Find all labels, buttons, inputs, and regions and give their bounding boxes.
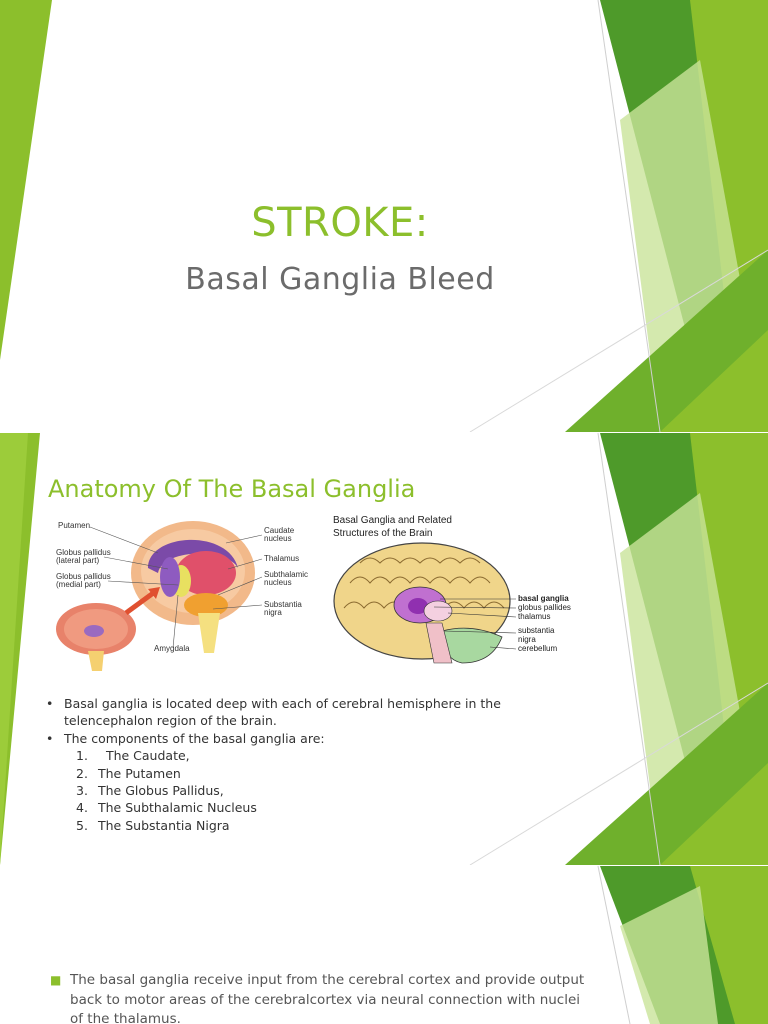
thalamus-shape: [423, 600, 453, 622]
bullet-item: The components of the basal ganglia are:: [46, 730, 546, 748]
thin-line: [597, 0, 661, 432]
svg-text:Globus pallidus: Globus pallidus: [56, 572, 111, 581]
brainstem-shape: [425, 622, 453, 664]
brainstem-shape: [198, 613, 220, 653]
svg-text:Substantia: Substantia: [264, 600, 302, 609]
svg-text:thalamus: thalamus: [518, 612, 550, 621]
bullet-item: Basal ganglia is located deep with each …: [46, 695, 546, 730]
square-bullet-icon: ■: [50, 973, 62, 987]
svg-text:globus pallides: globus pallides: [518, 603, 571, 612]
label-putamen: Putamen: [58, 521, 90, 530]
bullet-item: ■ The basal ganglia receive input from t…: [50, 972, 585, 1024]
svg-text:cerebellum: cerebellum: [518, 644, 557, 653]
component-item: 4.The Subthalamic Nucleus: [76, 800, 257, 816]
left-green-triangle: [0, 0, 52, 360]
sagittal-brain-diagram: Basal Ganglia and Related Structures of …: [333, 515, 571, 664]
svg-text:(medial part): (medial part): [56, 580, 101, 589]
slide3-green-decoration: [597, 866, 768, 1024]
svg-text:Subthalamic: Subthalamic: [264, 570, 308, 579]
slide1-green-decoration: [0, 0, 768, 432]
label-basal-ganglia: basal ganglia: [518, 594, 569, 603]
diagram-title-line1: Basal Ganglia and Related: [333, 515, 452, 526]
component-item: 2.The Putamen: [76, 765, 181, 781]
slide-title: STROKE:: [251, 200, 429, 246]
diagram-title-line2: Structures of the Brain: [333, 528, 433, 539]
svg-text:Globus pallidus: Globus pallidus: [56, 548, 111, 557]
svg-text:nigra: nigra: [518, 635, 536, 644]
bottom-bright-triangle: [660, 330, 768, 432]
bullet-list: Basal ganglia is located deep with each …: [46, 695, 546, 834]
label-caudate: Caudate: [264, 526, 295, 535]
caudate-shape: [148, 539, 238, 573]
thin-line-2: [469, 249, 768, 432]
label-amygdala: Amygdala: [154, 644, 190, 653]
svg-text:(lateral part): (lateral part): [56, 556, 99, 565]
title-slide: STROKE: Basal Ganglia Bleed: [0, 0, 768, 432]
slide-subtitle: Basal Ganglia Bleed: [185, 262, 495, 297]
svg-text:nucleus: nucleus: [264, 534, 292, 543]
component-item: 5.The Substantia Nigra: [76, 817, 230, 833]
substantia-nigra-shape: [184, 593, 228, 617]
svg-text:nigra: nigra: [264, 608, 282, 617]
basal-ganglia-illustration: Putamen Globus pallidus (lateral part) G…: [56, 521, 308, 671]
component-item: 1. The Caudate,: [76, 748, 190, 764]
thalamus-shape: [176, 551, 236, 595]
svg-text:Thalamus: Thalamus: [264, 554, 299, 563]
red-arrow: [124, 588, 158, 616]
slide-title: Anatomy Of The Basal Ganglia: [48, 475, 416, 503]
putamen-shape: [160, 557, 180, 597]
slide2-green-decoration: [0, 433, 768, 865]
anatomy-slide: Anatomy Of The Basal Ganglia Putamen Glo…: [0, 433, 768, 865]
input-output-slide: ■ The basal ganglia receive input from t…: [0, 866, 768, 1024]
component-item: 3.The Globus Pallidus,: [76, 783, 224, 799]
svg-text:nucleus: nucleus: [264, 578, 292, 587]
svg-text:substantia: substantia: [518, 626, 555, 635]
